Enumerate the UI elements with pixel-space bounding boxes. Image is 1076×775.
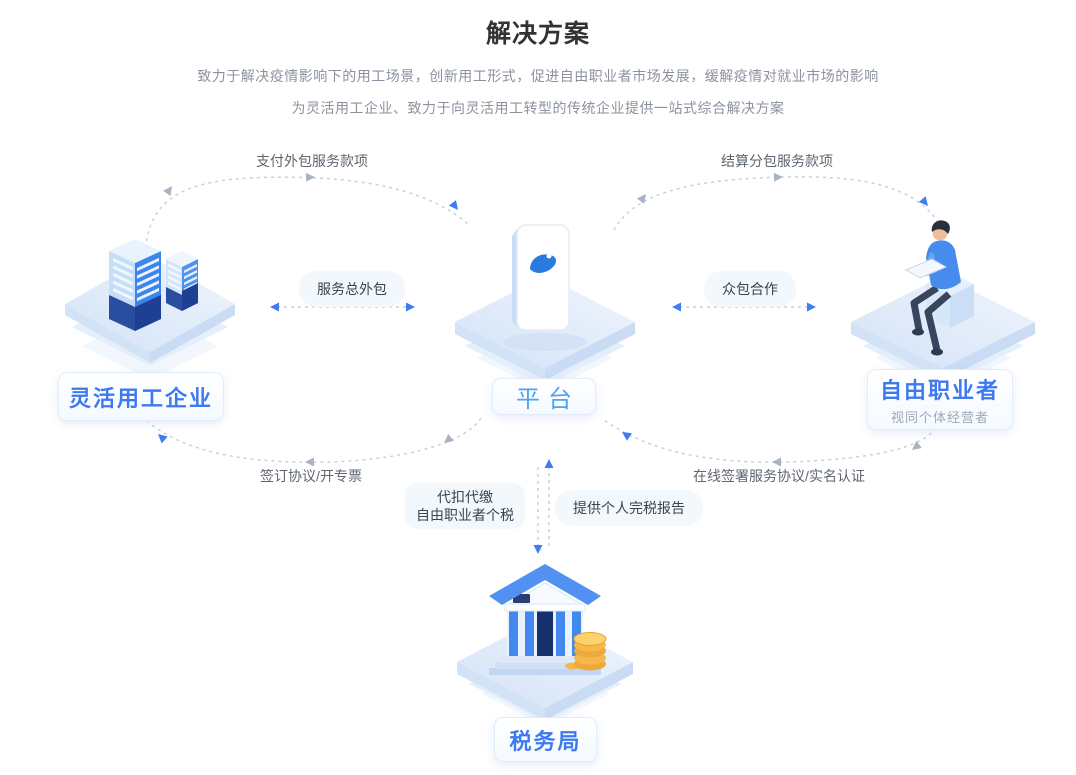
freelancer-illustration xyxy=(851,220,1035,392)
enterprise-illustration xyxy=(65,239,235,380)
edge-label-settle-subcontract: 结算分包服务款项 xyxy=(721,153,833,169)
tall-building xyxy=(109,239,161,331)
withhold-tax-line2: 自由职业者个税 xyxy=(416,507,514,523)
node-card-tax-bureau: 税务局 xyxy=(494,717,597,762)
laptop xyxy=(904,258,948,279)
withhold-tax-line1: 代扣代缴 xyxy=(437,489,493,505)
connector-lines xyxy=(144,176,939,549)
edge-pill-tax-report: 提供个人完税报告 xyxy=(555,490,703,526)
app-logo-icon xyxy=(530,254,556,273)
person xyxy=(904,220,961,356)
edge-sign-agreement-path xyxy=(147,417,482,463)
page-subtitle-line1: 致力于解决疫情影响下的用工场景，创新用工形式，促进自由职业者市场发展，缓解疫情对… xyxy=(197,68,879,84)
platform-illustration xyxy=(455,224,635,392)
freelancer-sublabel: 视同个体经营者 xyxy=(890,410,989,425)
node-card-freelancer: 自由职业者 视同个体经营者 xyxy=(867,369,1013,430)
edge-label-pay-outsourcing: 支付外包服务款项 xyxy=(256,153,368,169)
edge-label-online-sign: 在线签署服务协议/实名认证 xyxy=(693,468,865,484)
smartphone xyxy=(512,224,570,331)
edge-label-sign-agreement: 签订协议/开专票 xyxy=(260,468,362,484)
tax-bureau-label: 税务局 xyxy=(509,728,582,754)
platform-label: 平台 xyxy=(516,386,580,413)
bank-building xyxy=(489,564,601,675)
gold-coins xyxy=(565,632,607,671)
edge-pill-crowdsourcing: 众包合作 xyxy=(704,271,796,307)
freelancer-label: 自由职业者 xyxy=(879,378,1000,403)
enterprise-label: 灵活用工企业 xyxy=(68,385,213,411)
edge-settle-subcontract-path xyxy=(613,176,939,231)
page-title: 解决方案 xyxy=(485,20,590,48)
edge-pill-withhold-tax: 代扣代缴 自由职业者个税 xyxy=(405,483,525,529)
small-building xyxy=(166,251,198,311)
tax-bureau-illustration xyxy=(457,564,633,726)
page-subtitle-line2: 为灵活用工企业、致力于向灵活用工转型的传统企业提供一站式综合解决方案 xyxy=(291,100,785,116)
edge-pay-outsourcing-path xyxy=(144,176,471,263)
edge-pill-service-outsourcing: 服务总外包 xyxy=(299,271,405,307)
node-card-enterprise: 灵活用工企业 xyxy=(58,372,224,421)
node-card-platform: 平台 xyxy=(492,378,596,415)
